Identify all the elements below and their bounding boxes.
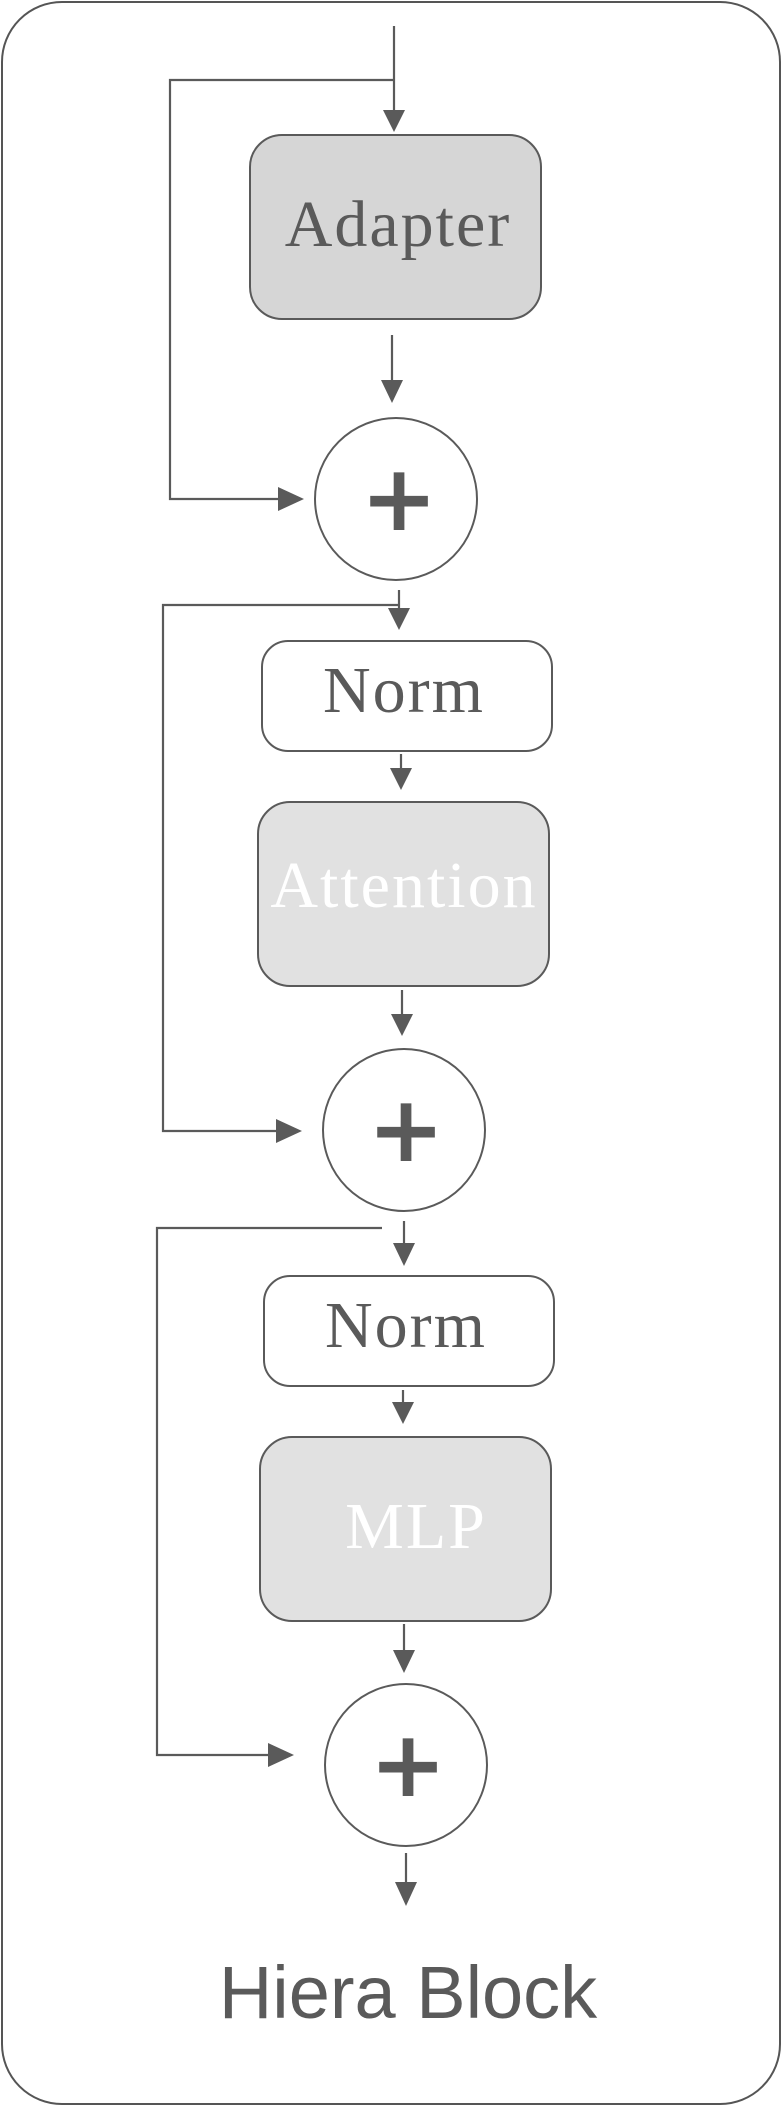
mlp-to-add-3-arrowhead bbox=[393, 1650, 415, 1673]
norm-block-2 bbox=[263, 1275, 555, 1387]
adapter-to-add-1-arrowhead bbox=[381, 380, 403, 403]
output-arrowhead bbox=[395, 1882, 417, 1906]
norm-1-label: Norm bbox=[323, 654, 485, 727]
attention-to-add-2-arrowhead bbox=[391, 1014, 413, 1036]
norm-block-1 bbox=[261, 640, 553, 752]
diagram-title: Hiera Block bbox=[219, 1951, 598, 2034]
residual-skip-1-arrowhead bbox=[278, 487, 304, 511]
norm-2-label: Norm bbox=[325, 1289, 487, 1362]
attention-label: Attention bbox=[270, 849, 537, 922]
attention-block bbox=[257, 801, 550, 987]
add-node-1-symbol: + bbox=[360, 445, 437, 552]
mlp-block bbox=[259, 1436, 552, 1622]
norm-1-to-attention-arrowhead bbox=[390, 768, 412, 790]
add-2-to-norm-2-arrowhead bbox=[393, 1243, 415, 1266]
adapter-label: Adapter bbox=[285, 188, 512, 261]
add-node-2 bbox=[322, 1048, 486, 1212]
residual-skip-3 bbox=[155, 1226, 382, 1757]
residual-skip-1 bbox=[168, 78, 394, 501]
norm-2-to-mlp-arrowhead bbox=[392, 1402, 414, 1424]
add-1-to-norm-1-arrowhead bbox=[388, 608, 410, 630]
add-node-3-symbol: + bbox=[369, 1711, 446, 1818]
residual-skip-3-arrowhead bbox=[268, 1743, 294, 1767]
residual-skip-2 bbox=[161, 603, 399, 1133]
adapter-block bbox=[249, 134, 542, 320]
add-node-3 bbox=[324, 1683, 488, 1847]
add-node-2-symbol: + bbox=[367, 1076, 444, 1183]
mlp-label: MLP bbox=[345, 1490, 487, 1563]
add-node-1 bbox=[314, 417, 478, 581]
residual-skip-2-arrowhead bbox=[276, 1119, 302, 1143]
input-arrowhead bbox=[383, 110, 405, 132]
